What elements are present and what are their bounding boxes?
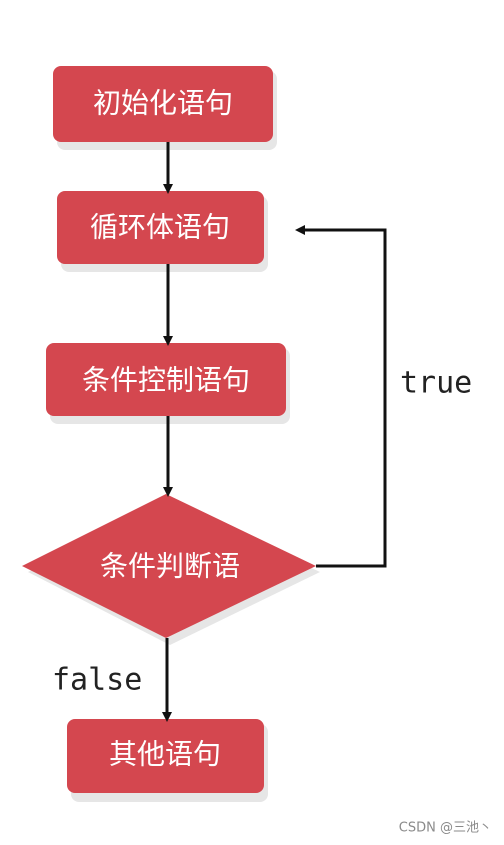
false-label: false — [52, 663, 142, 698]
init-node — [53, 66, 273, 142]
init-node-label: 初始化语句 — [93, 87, 233, 120]
other-node-label: 其他语句 — [109, 738, 221, 771]
loop-body-node — [57, 191, 264, 264]
csdn-watermark: CSDN @三池丶 — [399, 821, 492, 836]
other-node — [67, 719, 264, 793]
control-node-label: 条件控制语句 — [82, 364, 250, 397]
condition-node — [22, 494, 316, 638]
control-node — [46, 343, 286, 416]
loop-body-node-label: 循环体语句 — [90, 211, 230, 244]
condition-node-label: 条件判断语 — [100, 550, 240, 583]
true-label: true — [400, 366, 472, 401]
arrow-true-loop-back — [295, 225, 387, 568]
